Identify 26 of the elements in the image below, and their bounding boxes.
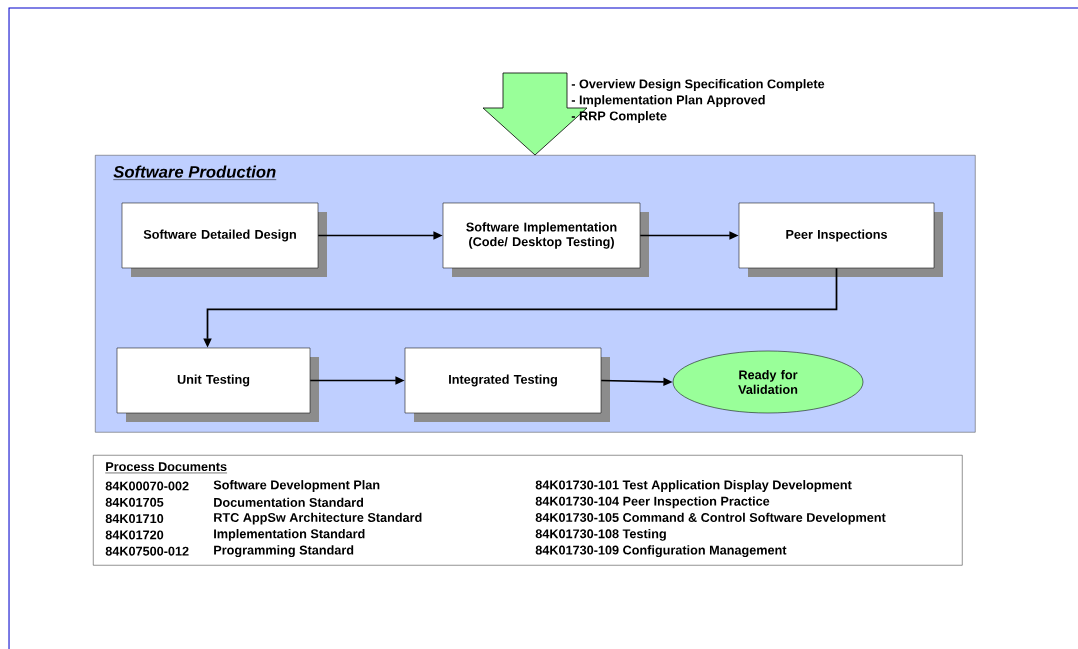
document-number: 84K07500-012 — [105, 546, 189, 556]
milestone-note: - Implementation Plan Approved — [571, 95, 765, 107]
milestone-note: - RRP Complete — [571, 111, 667, 123]
document-number: 84K01720 — [105, 530, 164, 540]
area-title: Software Production — [113, 165, 277, 180]
document-entry: 84K01730-104 Peer Inspection Practice — [535, 496, 770, 509]
document-title: Software Development Plan — [213, 480, 380, 492]
document-number: 84K01710 — [105, 514, 164, 524]
process-box: Unit Testing — [116, 347, 319, 422]
document-title: Documentation Standard — [214, 497, 364, 507]
process-box: Integrated Testing — [404, 347, 610, 422]
process-box: Peer Inspections — [738, 202, 943, 277]
process-box: Software Detailed Design — [121, 202, 327, 277]
document-title: RTC AppSw Architecture Standard — [214, 512, 422, 525]
document-title: Implementation Standard — [214, 529, 365, 541]
document-entry: 84K01730-108 Testing — [535, 528, 666, 541]
process-box: Software Implementation (Code/ Desktop Testing) — [442, 202, 649, 277]
block-arrow — [482, 72, 588, 156]
panel-heading: Process Documents — [105, 462, 228, 474]
document-number: 84K01705 — [105, 497, 164, 507]
document-number: 84K00070-002 — [105, 481, 189, 491]
document-entry: 84K01730-101 Test Application Display Development — [535, 480, 852, 492]
document-entry: 84K01730-105 Command & Control Software Development — [535, 512, 886, 525]
document-title: Programming Standard — [214, 545, 354, 558]
document-entry: 84K01730-109 Configuration Management — [535, 545, 787, 558]
milestone-note: - Overview Design Specification Complete — [571, 79, 825, 91]
